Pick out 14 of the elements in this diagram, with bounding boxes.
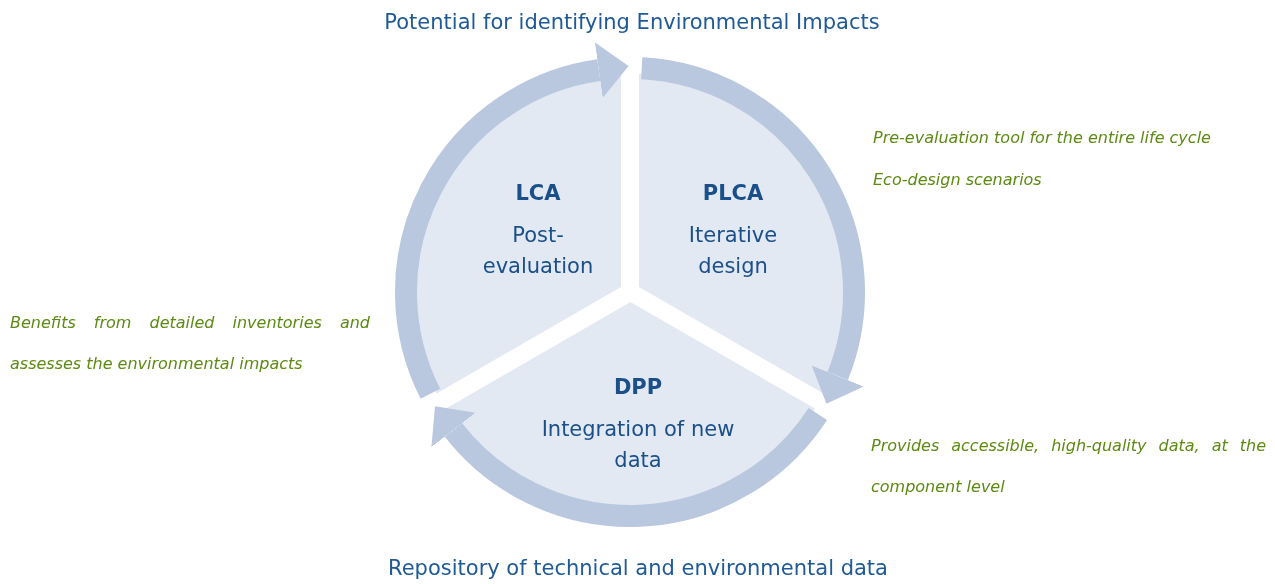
- sector-title: DPP: [612, 374, 664, 401]
- diagram-title: Potential for identifying Environmental Impacts: [384, 10, 880, 34]
- annotation-text: Provides accessible, high-quality data, at the component level: [871, 435, 1266, 498]
- sector-title: PLCA: [701, 180, 765, 207]
- annotation-text: Eco-design scenarios: [873, 169, 1043, 191]
- sector-description: Integration of new data: [540, 416, 736, 474]
- sector-description: Iterative design: [687, 222, 779, 280]
- annotation-text: Pre-evaluation tool for the entire life cycle: [873, 127, 1212, 149]
- sector-title: LCA: [514, 180, 562, 207]
- curved-arrow: [395, 42, 629, 399]
- curved-arrow: [432, 407, 827, 527]
- sector-description: Post-evaluation: [481, 222, 595, 280]
- diagram-caption: Repository of technical and environmental data: [388, 556, 888, 580]
- annotation-text: Benefits from detailed inventories and assesses the environmental impacts: [10, 312, 370, 375]
